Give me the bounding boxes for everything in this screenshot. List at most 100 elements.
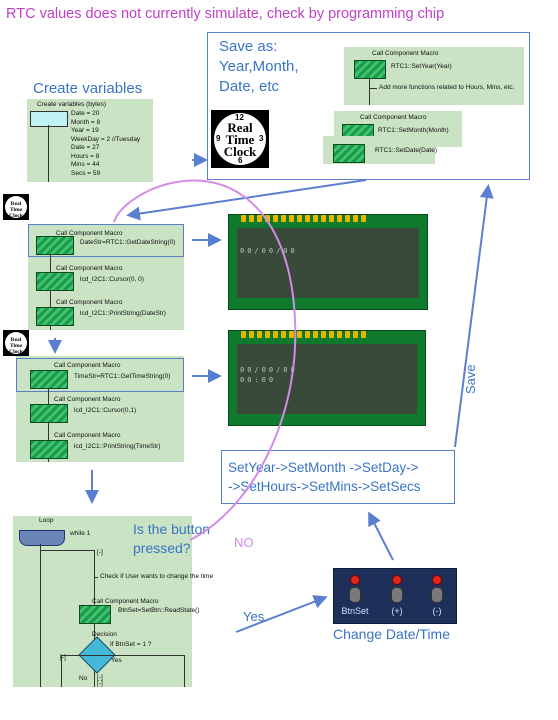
bracket-label: [-] <box>97 680 103 687</box>
macro-icon <box>30 440 68 459</box>
macro-icon <box>36 307 74 326</box>
call-get-time-string: TimeStr=RTC1::GetTimeString(0) <box>74 373 171 380</box>
macro-title: Call Component Macro <box>56 265 123 272</box>
minus-button[interactable]: (-) <box>422 575 452 616</box>
set-date-block: RTC1::SetDate(Date) <box>323 136 438 164</box>
macro-title: Call Component Macro <box>54 362 121 369</box>
macro-title: Call Component Macro <box>56 299 123 306</box>
macro-title: Call Component Macro <box>54 432 121 439</box>
time-flow-block: Call Component Macro TimeStr=RTC1::GetTi… <box>16 356 184 462</box>
lcd-row-1: 00/00/00 <box>240 366 298 374</box>
call-print-string: lcd_I2C1::PrintString(DateStr) <box>80 310 166 317</box>
minus-label: (-) <box>432 606 442 616</box>
macro-title: Call Component Macro <box>56 230 123 237</box>
save-title: Save as: Year,Month, Date, etc <box>219 37 299 97</box>
clock-word: Real <box>10 337 22 343</box>
button-knob <box>349 587 361 603</box>
var-line: WeekDay = 2 //Tuesday <box>71 135 141 143</box>
macro-title: Call Component Macro <box>92 598 159 605</box>
macro-icon <box>30 404 68 423</box>
lcd-pins <box>241 331 366 338</box>
plus-button[interactable]: (+) <box>382 575 412 616</box>
header-note: RTC values does not currently simulate, … <box>6 6 445 22</box>
call-set-date: RTC1::SetDate(Date) <box>375 147 438 154</box>
create-variables-header: Create variables (bytes) <box>37 101 106 108</box>
arrow-save-to-flow <box>126 179 367 221</box>
loop-icon <box>19 530 65 546</box>
variable-list: Date = 20 Month = 8 Year = 19 WeekDay = … <box>71 110 140 178</box>
clock-word: Time <box>9 343 23 349</box>
led-indicator <box>392 575 402 585</box>
var-line: Hours = 8 <box>71 152 100 160</box>
clock-word: Time <box>9 207 23 213</box>
var-line: Mins = 44 <box>71 161 100 168</box>
question-line: pressed? <box>133 540 191 556</box>
lcd-row-2: 00:00 <box>240 376 277 384</box>
var-line: Year = 19 <box>71 127 99 134</box>
macro-icon <box>36 236 74 255</box>
clock-word: Real <box>227 120 253 135</box>
led-indicator <box>350 575 360 585</box>
clock-num-3: 3 <box>259 134 264 143</box>
button-panel: BtnSet (+) (-) <box>333 568 457 624</box>
clock-word: Clock <box>223 144 257 159</box>
no-label: NO <box>234 535 254 550</box>
small-clock-icon: Real Time Clock <box>3 330 29 356</box>
question-text: Is the button pressed? <box>133 520 210 558</box>
clock-word: Real <box>10 201 22 207</box>
clock-face: Real Time Clock <box>5 332 27 355</box>
lcd-display-1: 00/00/00 <box>228 214 428 310</box>
question-line: Is the button <box>133 521 211 537</box>
clock-face <box>214 113 266 165</box>
button-knob <box>391 587 403 603</box>
comment-more-functions: Add more functions related to Hours, Min… <box>379 84 515 91</box>
while-label: while 1 <box>70 530 91 537</box>
macro-icon <box>354 60 386 79</box>
create-variables-block: Create variables (bytes) Date = 20 Month… <box>27 99 153 182</box>
date-flow-block: Call Component Macro DateStr=RTC1::GetDa… <box>28 224 184 330</box>
lcd-screen <box>237 228 419 298</box>
yes-label: Yes <box>243 609 265 624</box>
clock-word: Clock <box>9 213 23 219</box>
var-line: Secs = 59 <box>71 169 101 177</box>
save-title-line: Year,Month, <box>219 58 299 75</box>
change-date-time-caption: Change Date/Time <box>333 626 450 642</box>
var-line: Month = 8 <box>71 118 101 126</box>
macro-icon <box>333 144 365 163</box>
sequence-box: SetYear->SetMonth ->SetDay-> ->SetHours-… <box>221 450 455 504</box>
macro-title: Call Component Macro <box>360 114 427 121</box>
check-comment: Check if User wants to change the time <box>100 573 214 580</box>
call-set-year: RTC1::SetYear(Year) <box>391 63 452 70</box>
arrow-buttons-to-sequence <box>368 511 394 561</box>
clock-num-12: 12 <box>235 113 244 122</box>
loop-label: Loop <box>39 517 54 524</box>
bracket-label: [-] <box>97 674 103 681</box>
btnset-label: BtnSet <box>341 606 369 616</box>
btnset-button[interactable]: BtnSet <box>340 575 370 616</box>
lcd-pins <box>241 215 366 222</box>
var-line: Date = 27 <box>71 144 100 151</box>
bracket-label: [-] <box>97 549 103 556</box>
call-set-month: RTC1::SetMonth(Month) <box>378 127 449 134</box>
save-title-line: Save as: <box>219 38 278 55</box>
variables-icon <box>30 111 68 127</box>
decision-label: Decision <box>92 631 117 638</box>
save-label: Save <box>463 364 478 394</box>
sequence-text: SetYear->SetMonth ->SetDay-> ->SetHours-… <box>228 458 420 496</box>
macro-title: Call Component Macro <box>54 396 121 403</box>
lcd-row-1: 00/00/00 <box>240 247 298 255</box>
button-knob <box>431 587 443 603</box>
sequence-line: SetYear->SetMonth ->SetDay-> <box>228 460 419 475</box>
clock-word: Clock <box>9 349 23 355</box>
var-line: Date = 20 <box>71 110 100 117</box>
decision-condition: If BtnSet = 1 ? <box>110 641 152 648</box>
macro-icon <box>36 272 74 291</box>
macro-icon <box>30 370 68 389</box>
led-indicator <box>432 575 442 585</box>
arrow-sequence-to-save <box>454 184 494 448</box>
macro-icon <box>79 605 111 624</box>
clock-face: Real Time Clock <box>5 196 27 219</box>
call-print-string: lcd_I2C1::PrintString(TimeStr) <box>74 443 161 450</box>
sequence-line: ->SetHours->SetMins->SetSecs <box>228 479 421 494</box>
bracket-label: [-] <box>60 654 66 661</box>
